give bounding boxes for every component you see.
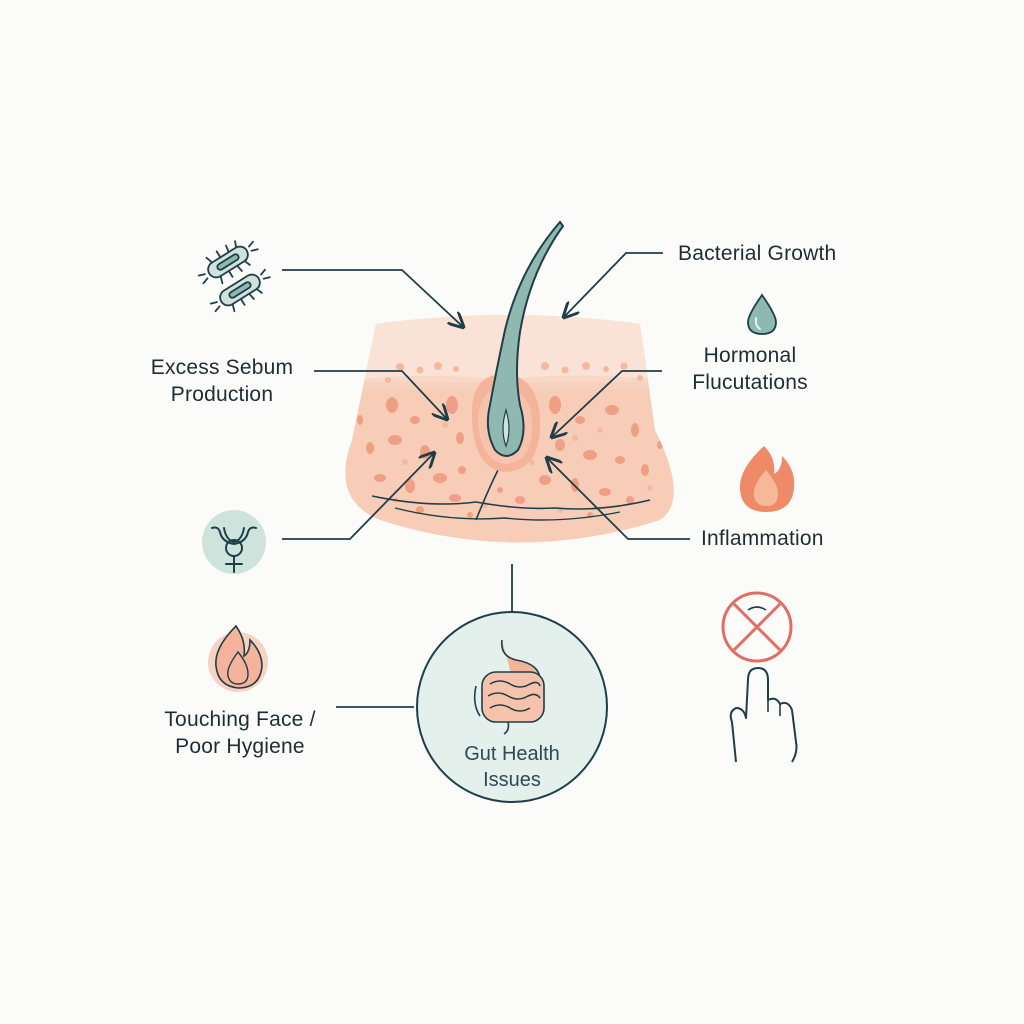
no-touching-face-icon: [721, 591, 798, 763]
skin-cross-section: [345, 220, 674, 543]
label-touching-face-line2: Poor Hygiene: [175, 735, 305, 758]
dermis-fibers: [371, 495, 651, 510]
connector-hormone-symbol: [282, 454, 433, 540]
label-hormonal-line1: Hormonal: [703, 344, 797, 367]
hair-shaft: [486, 220, 565, 457]
label-hormonal: Hormonal Flucutations: [672, 342, 828, 396]
gut-health-circle: [416, 611, 608, 803]
label-inflammation: Inflammation: [701, 527, 824, 550]
droplet-icon: [747, 293, 777, 335]
label-excess-sebum-line1: Excess Sebum: [150, 356, 294, 379]
label-hormonal-line2: Flucutations: [692, 371, 808, 394]
intestine-icon: [473, 639, 545, 735]
connector-bacteria: [282, 269, 462, 326]
label-excess-sebum-line2: Production: [170, 383, 274, 406]
label-gut-health: Gut Health Issues: [432, 741, 592, 793]
label-touching-face: Touching Face / Poor Hygiene: [140, 706, 340, 760]
label-touching-face-line1: Touching Face /: [164, 708, 316, 731]
pore-dots: [385, 362, 643, 383]
label-bacterial-growth: Bacterial Growth: [678, 242, 837, 265]
connector-inflammation: [548, 459, 690, 540]
connector-excess-sebum: [314, 370, 446, 418]
bacteria-icon: [197, 240, 271, 313]
label-gut-health-line1: Gut Health: [464, 743, 560, 765]
flame-icon: [739, 446, 795, 512]
label-excess-sebum: Excess Sebum Production: [132, 354, 312, 408]
connector-hormonal: [553, 370, 662, 436]
female-hormone-icon: [202, 510, 266, 574]
hair-follicle: [471, 220, 565, 472]
label-gut-health-line2: Issues: [483, 769, 541, 791]
connector-lines: [282, 252, 690, 708]
connector-bacterial-growth: [565, 252, 663, 316]
flame-icon: [208, 624, 268, 692]
dermis-spots: [357, 396, 663, 518]
